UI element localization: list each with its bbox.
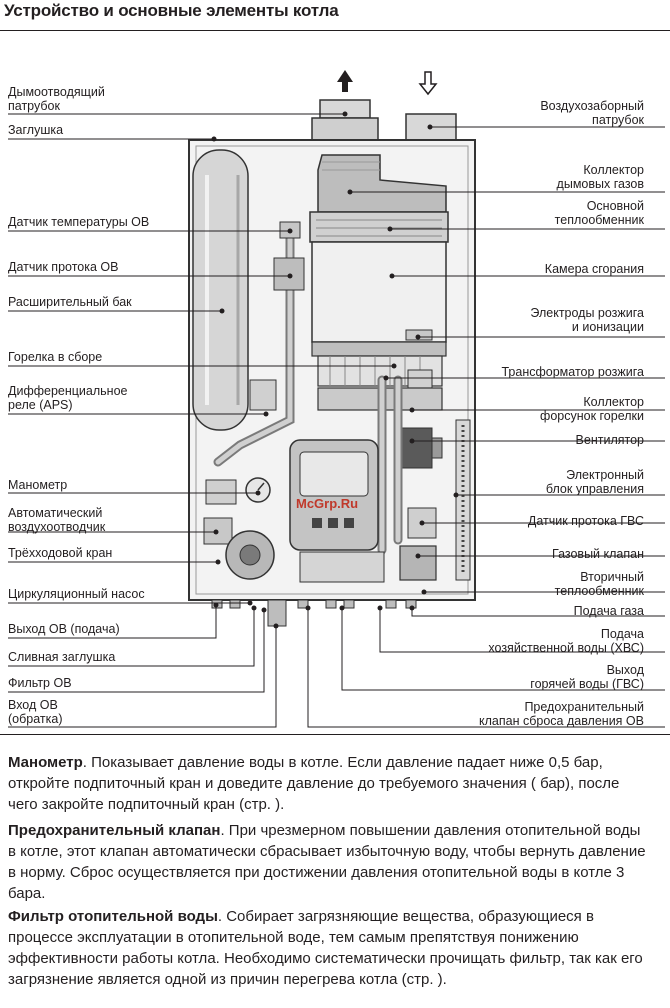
section-text: . При чрезмерном повышении давления отоп… — [8, 822, 646, 902]
label-hot-water-outlet: Выход горячей воды (ГВС) — [530, 663, 644, 691]
air-vent — [205, 479, 237, 505]
main-heat-exchanger — [309, 211, 449, 243]
section-heading: Предохранительный клапан — [8, 822, 221, 839]
label-flue-collector: Коллектор дымовых газов — [556, 163, 644, 191]
section-heading: Фильтр отопительной воды — [8, 908, 218, 925]
secondary-heat-exchanger — [299, 551, 385, 583]
label-aps-relay: Дифференциальное реле (APS) — [8, 384, 128, 412]
label-circulation-pump: Циркуляционный насос — [8, 587, 145, 601]
label-drain-plug: Сливная заглушка — [8, 650, 116, 664]
leader-lines-right — [307, 126, 665, 728]
label-ignition-transformer: Трансформатор розжига — [501, 365, 645, 379]
label-combustion-chamber: Камера сгорания — [544, 262, 644, 276]
label-pressure-gauge: Манометр — [8, 478, 68, 492]
three-way-valve — [203, 517, 233, 545]
label-ch-filter: Фильтр ОВ — [8, 676, 72, 690]
label-ch-flow-sensor: Датчик протока ОВ — [8, 260, 119, 274]
ignition-transformer — [407, 369, 433, 389]
label-cold-water-supply: Подача хозяйственной воды (ХВС) — [488, 627, 644, 655]
page-title: Устройство и основные элементы котла — [4, 1, 339, 20]
watermark: McGrp.Ru — [296, 496, 359, 511]
label-secondary-exchanger: Вторичный теплообменник — [554, 570, 644, 598]
label-main-exchanger: Основной теплообменник — [554, 199, 644, 227]
section-divider — [0, 734, 670, 735]
label-expansion-tank: Расширительный бак — [8, 295, 132, 309]
combustion-chamber — [311, 241, 447, 343]
label-plug: Заглушка — [8, 123, 64, 137]
leader-lines-left — [8, 113, 394, 728]
leader-dots — [211, 111, 459, 629]
pressure-gauge — [245, 477, 271, 503]
control-panel-box — [289, 439, 379, 551]
expansion-tank — [192, 149, 249, 431]
aps-relay — [249, 379, 277, 411]
label-safety-valve: Предохранительный клапан сброса давления… — [479, 700, 644, 728]
intake-arrow-down-icon — [418, 71, 438, 96]
label-fan: Вентилятор — [575, 433, 644, 447]
title-rule — [0, 30, 670, 31]
section-ch-filter: Фильтр отопительной воды. Собирает загря… — [8, 906, 648, 990]
label-burner-assembly: Горелка в сборе — [8, 350, 103, 364]
label-air-intake: Воздухозаборный патрубок — [540, 99, 644, 127]
label-gas-valve: Газовый клапан — [552, 547, 644, 561]
section-pressure-gauge: Манометр. Показывает давление воды в кот… — [8, 752, 648, 815]
flue-gas-collector — [317, 154, 447, 213]
heating-pipes-outline — [215, 227, 401, 553]
section-safety-valve: Предохранительный клапан. При чрезмерном… — [8, 820, 648, 904]
flue-pipe — [311, 99, 379, 141]
circulation-pump — [225, 530, 275, 580]
control-unit — [455, 419, 471, 581]
gas-valve — [399, 545, 437, 581]
label-ch-inlet: Вход ОВ (обратка) — [8, 698, 63, 726]
label-ch-temperature-sensor: Датчик температуры ОВ — [8, 215, 150, 229]
exhaust-arrow-up-icon — [337, 70, 353, 92]
section-text: . Собирает загрязняющие вещества, образу… — [8, 908, 643, 988]
label-gas-supply: Подача газа — [573, 604, 644, 618]
boiler-diagram — [8, 70, 665, 728]
label-ch-outlet: Выход ОВ (подача) — [8, 622, 120, 636]
label-electrodes: Электроды розжига и ионизации — [530, 306, 644, 334]
label-flue-pipe: Дымоотводящий патрубок — [8, 85, 105, 113]
bottom-fittings — [211, 599, 417, 627]
section-text: . Показывает давление воды в котле. Если… — [8, 754, 620, 813]
section-heading: Манометр — [8, 754, 83, 771]
label-air-vent: Автоматический воздухоотводчик — [8, 506, 106, 534]
label-dhw-flow-sensor: Датчик протока ГВС — [527, 514, 644, 528]
label-three-way-valve: Трёхходовой кран — [8, 546, 113, 560]
label-control-unit: Электронный блок управления — [545, 468, 644, 496]
label-burner-manifold: Коллектор форсунок горелки — [540, 395, 644, 423]
